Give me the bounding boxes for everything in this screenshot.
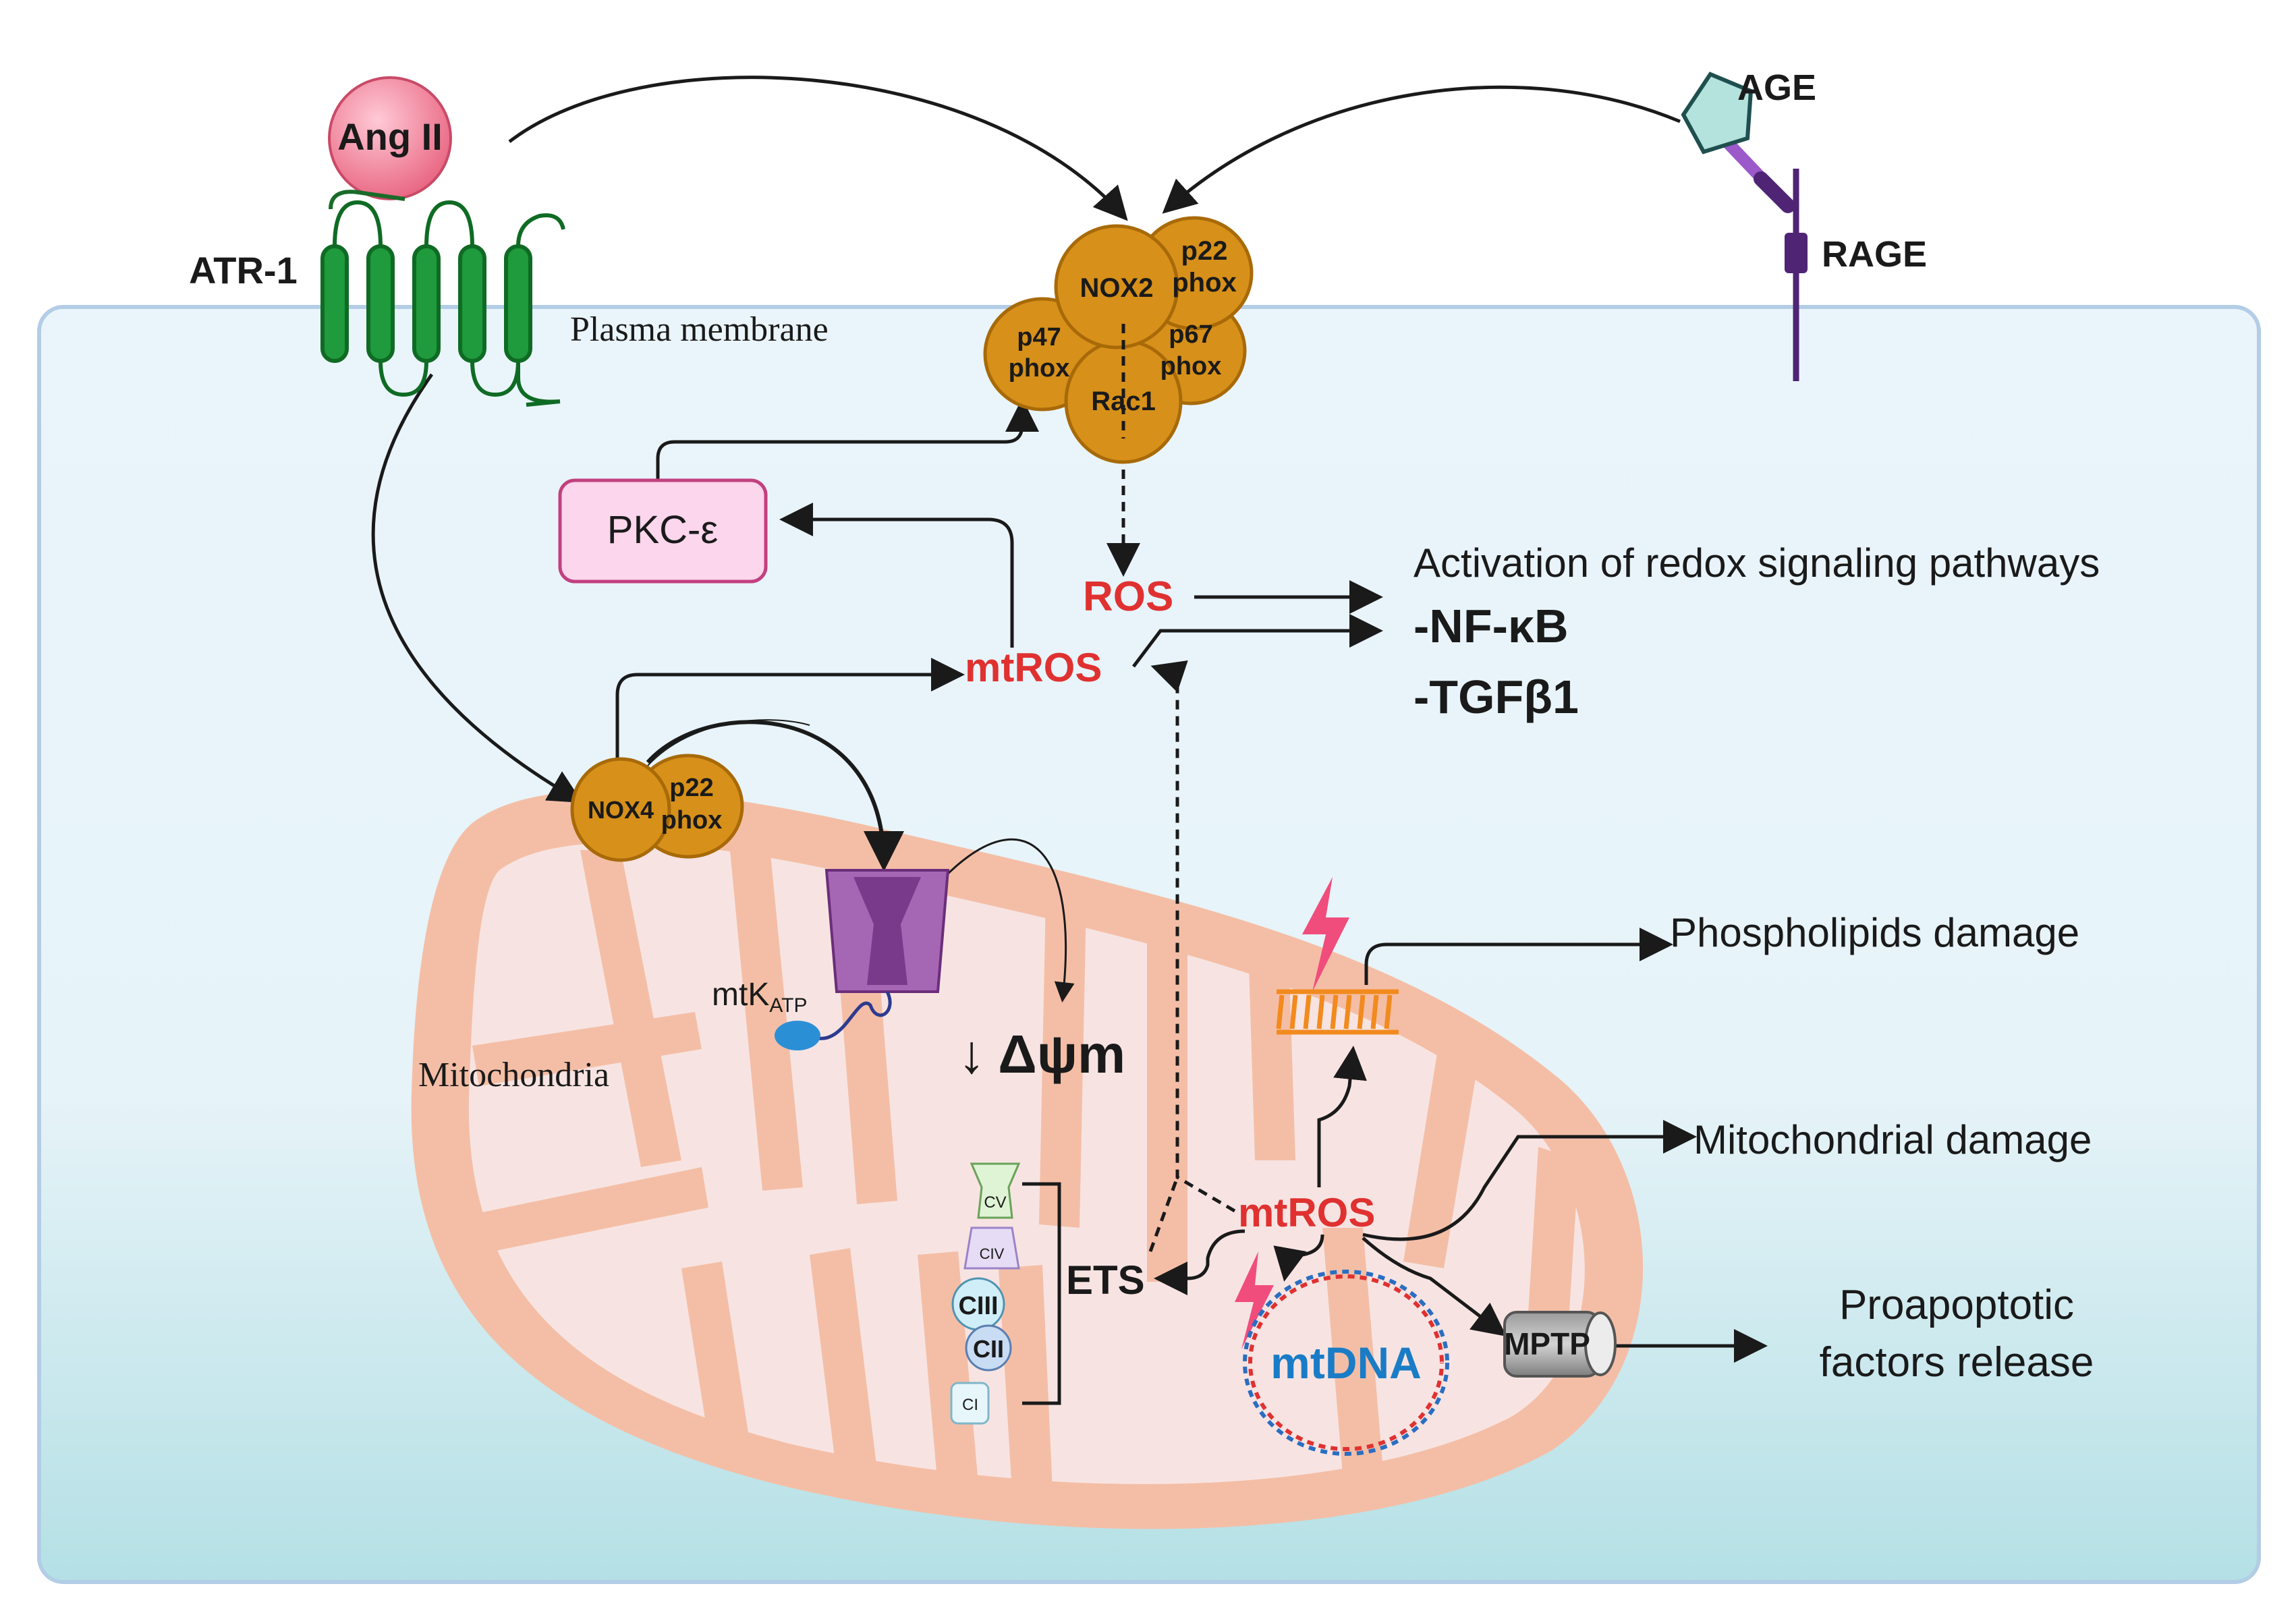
mtkatp-subscript: ATP — [769, 994, 807, 1017]
ets-bracket — [1022, 1182, 1061, 1405]
arrow-mtros-to-mtdna — [1273, 1234, 1324, 1282]
mtdna-circle — [1243, 1270, 1449, 1456]
nox4-complex — [570, 754, 744, 862]
nox4-p22phox-label-line1: p22 — [669, 774, 713, 802]
arrow-pkc-to-nox2 — [656, 398, 1039, 480]
lightning-icon-phospholipids — [1302, 877, 1349, 992]
nfkb-label: -NF-κB — [1413, 600, 1569, 652]
mptp-label: MPTP — [1504, 1326, 1590, 1361]
nox4-label: NOX4 — [588, 796, 654, 824]
mtkatp-label: mtKATP — [712, 977, 807, 1017]
rage-label: RAGE — [1822, 234, 1927, 275]
pkc-epsilon-label: PKC-ε — [607, 508, 718, 552]
p67phox-label-line2: phox — [1160, 352, 1222, 380]
arrow-ets-dashed — [1148, 1177, 1179, 1252]
age-pentagon-icon — [1681, 72, 1754, 154]
arrow-mtros-to-pathways — [1132, 614, 1383, 668]
ets-complexes — [950, 1162, 1021, 1425]
complex-cv-icon — [970, 1162, 1021, 1219]
phospholipid-patch — [1276, 989, 1399, 1035]
ros-label: ROS — [1083, 573, 1173, 620]
phospholipids-damage-label: Phospholipids damage — [1670, 910, 2079, 955]
arrow-to-phospholipids-damage — [1364, 928, 1673, 985]
p67phox-label-line1: p67 — [1169, 320, 1212, 349]
p22phox-label-line1: p22 — [1181, 236, 1228, 266]
nox2-label: NOX2 — [1080, 273, 1154, 303]
atr1-receptor — [320, 190, 565, 407]
arrow-to-mito-damage — [1362, 1120, 1697, 1241]
rage-receptor — [1681, 72, 1808, 381]
nox2-subunit — [1054, 224, 1179, 349]
complex-ci-icon — [950, 1382, 990, 1425]
nox2-complex — [983, 216, 1254, 464]
arrow-nox4-to-mtkatp — [646, 720, 904, 872]
p22phox-label-line2: phox — [1172, 268, 1237, 298]
ang2-label: Ang II — [337, 115, 443, 158]
arrow-mtros-dashed-up — [1150, 660, 1236, 1213]
delta-psi-label: ↓ Δψm — [958, 1024, 1125, 1084]
mtkatp-channel — [775, 869, 950, 1050]
arrow-ang2-to-nox2 — [508, 76, 1128, 221]
complex-ci-label: CI — [962, 1396, 978, 1414]
arrows — [371, 76, 1768, 1405]
lightning-icon-mtdna — [1235, 1251, 1274, 1349]
nox4-p22phox-label-line2: phox — [661, 806, 723, 835]
arrow-mtros-to-ets — [1154, 1229, 1245, 1295]
complex-cii-icon — [965, 1324, 1012, 1372]
proapoptotic-label-line2: factors release — [1820, 1339, 2094, 1386]
complex-civ-icon — [963, 1226, 1020, 1270]
mptp-opening-icon — [1584, 1311, 1617, 1376]
complex-civ-label: CIV — [980, 1245, 1005, 1262]
mtkatp-bead-icon — [775, 1021, 820, 1050]
arrow-mtkatp-to-deltapsi — [943, 838, 1075, 1002]
arrow-age-to-nox2 — [1162, 85, 1681, 214]
plasma-membrane-label: Plasma membrane — [570, 310, 829, 349]
arrow-mtros-to-pkc — [779, 503, 1014, 648]
ang2-ligand — [328, 76, 452, 200]
complex-ciii-label: CIII — [958, 1292, 998, 1320]
arrow-nox4-to-mtros — [615, 658, 965, 762]
mtros-mito-label: mtROS — [1238, 1190, 1375, 1235]
age-label: AGE — [1737, 67, 1816, 108]
complex-cii-label: CII — [973, 1335, 1004, 1363]
p47phox-label-line1: p47 — [1017, 323, 1061, 351]
atr1-label: ATR-1 — [189, 249, 298, 291]
mitochondria-label: Mitochondria — [418, 1056, 609, 1094]
proapoptotic-label-line1: Proapoptotic — [1839, 1282, 2074, 1328]
p47phox-label-line2: phox — [1009, 354, 1070, 383]
complex-cv-label: CV — [984, 1193, 1006, 1212]
nox4-subunit — [570, 757, 671, 862]
mito-damage-label: Mitochondrial damage — [1693, 1117, 2092, 1162]
arrow-mtros-to-phospholipids — [1317, 1046, 1367, 1187]
ets-label: ETS — [1066, 1257, 1145, 1303]
activation-label: Activation of redox signaling pathways — [1413, 540, 2100, 586]
pkc-epsilon-box — [558, 478, 768, 584]
arrow-nox4-thin-line — [647, 719, 810, 766]
arrow-mtros-to-mptp — [1362, 1237, 1507, 1337]
tgfb1-label: -TGFβ1 — [1413, 671, 1579, 723]
mtros-top-label: mtROS — [965, 645, 1102, 690]
mptp-pore — [1503, 1311, 1617, 1378]
mtdna-label: mtDNA — [1270, 1338, 1422, 1388]
arrow-atr1-to-nox4 — [371, 373, 583, 803]
